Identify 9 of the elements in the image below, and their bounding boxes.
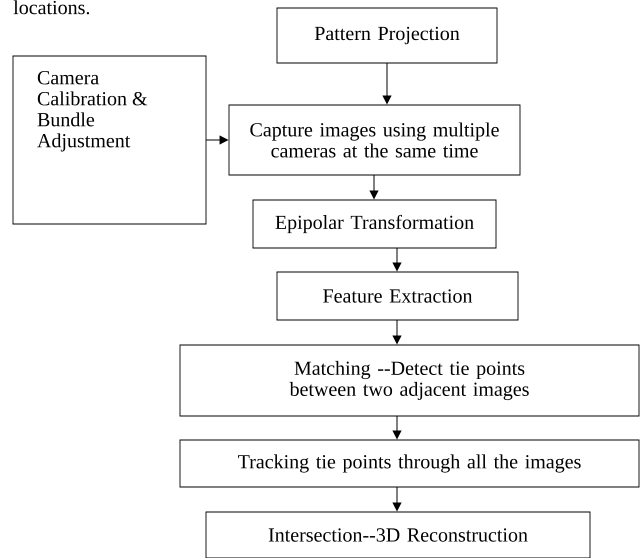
process-box: Feature Extraction [276, 272, 518, 320]
process-box: Pattern Projection [276, 8, 498, 64]
process-box: Camera Calibration & Bundle Adjustment [12, 56, 206, 224]
process-box: Tracking tie points through all the images [180, 440, 640, 488]
process-box: Matching --Detect tie points between two adjacent images [180, 344, 640, 416]
caption-text: locations. [14, 0, 90, 14]
process-box: Intersection--3D Reconstruction [206, 512, 590, 558]
process-box: Capture images using multiple cameras at the same time [228, 104, 520, 176]
process-box: Epipolar Transformation [252, 200, 496, 248]
